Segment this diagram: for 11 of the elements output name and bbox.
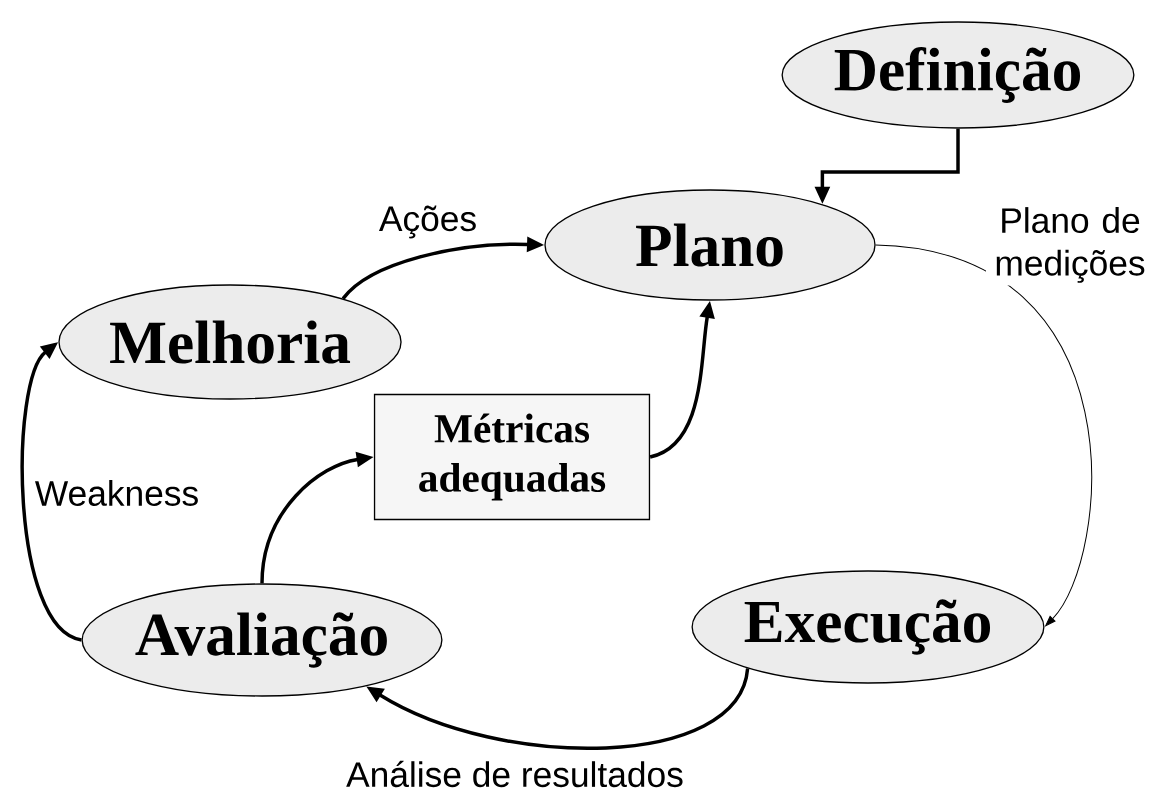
ellipse-node: Definição [781, 21, 1135, 129]
arrow [875, 244, 1092, 627]
edge-label: Weakness [32, 477, 202, 509]
ellipse-node: Avaliação [81, 583, 443, 697]
ellipse-node: Execução [691, 570, 1045, 684]
edge-label: Plano de medições [986, 204, 1154, 286]
edge-label: Análise de resultados [343, 758, 687, 790]
ellipse-node: Plano [544, 189, 876, 301]
process-box: Métricas adequadas [373, 393, 651, 521]
ellipse-node: Melhoria [58, 284, 402, 400]
edge-label: Ações [376, 202, 480, 242]
